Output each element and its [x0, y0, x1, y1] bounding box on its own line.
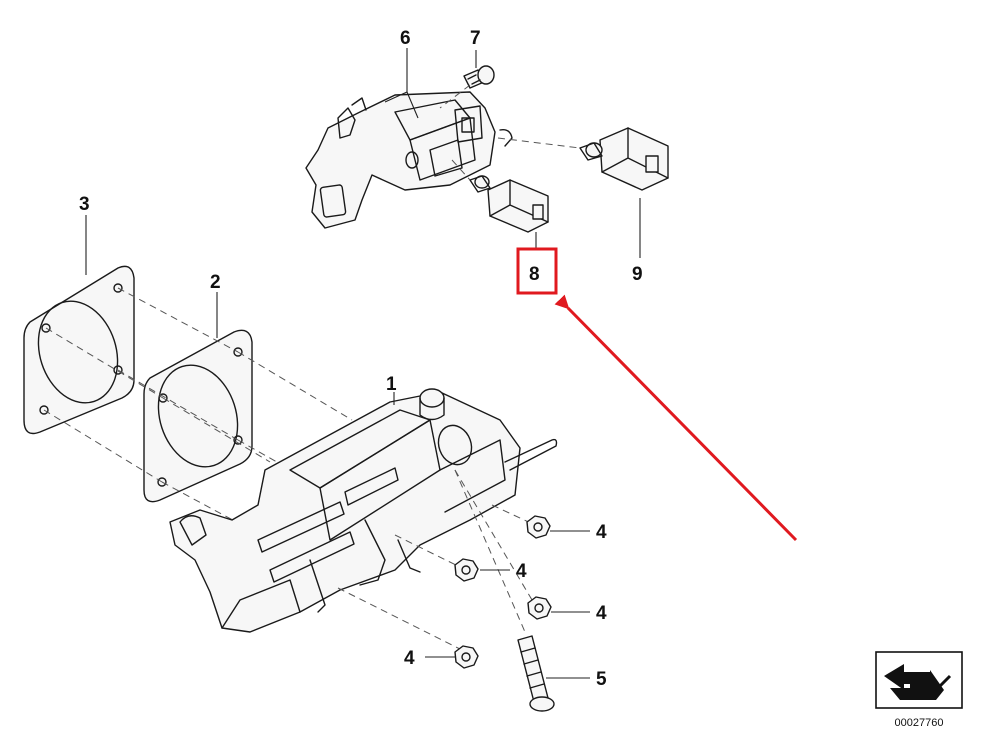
- callout-2: 2: [210, 272, 221, 293]
- flange-plate-part-2: [143, 329, 253, 503]
- pedal-bracket-part-1: [169, 388, 558, 633]
- nut-part-4-b: [454, 558, 479, 582]
- angle-bracket-icon: [884, 664, 952, 700]
- gasket-part-3: [23, 265, 135, 435]
- callout-5: 5: [596, 669, 607, 690]
- catalog-symbol-box: 00027760: [875, 651, 963, 729]
- screw-part-7: [463, 65, 495, 89]
- callout-6: 6: [400, 28, 411, 49]
- bolt-part-5: [517, 635, 555, 712]
- highlight-arrow: [554, 294, 798, 542]
- callout-4-c: 4: [596, 603, 607, 624]
- nut-part-4-d: [454, 645, 479, 669]
- callout-4-d: 4: [404, 648, 415, 669]
- highlight-box: [516, 247, 558, 295]
- callout-4-a: 4: [596, 522, 607, 543]
- reference-code: 00027760: [895, 717, 944, 729]
- callout-9: 9: [632, 264, 643, 285]
- alignment-lines-switches: [439, 84, 581, 181]
- callout-1: 1: [386, 374, 397, 395]
- callout-8: 8: [529, 264, 540, 285]
- callout-4-b: 4: [516, 561, 527, 582]
- callout-3: 3: [79, 194, 90, 215]
- switch-part-8: [469, 175, 549, 233]
- switch-part-9: [579, 127, 669, 191]
- nut-part-4-c: [527, 596, 552, 620]
- callout-labels: 1 2 3 4 4 4 4 5 6 7 8 9: [79, 28, 643, 690]
- callout-7: 7: [470, 28, 481, 49]
- switch-bracket-part-6: [305, 91, 513, 229]
- nut-part-4-a: [526, 515, 551, 539]
- leader-lines: [85, 48, 641, 679]
